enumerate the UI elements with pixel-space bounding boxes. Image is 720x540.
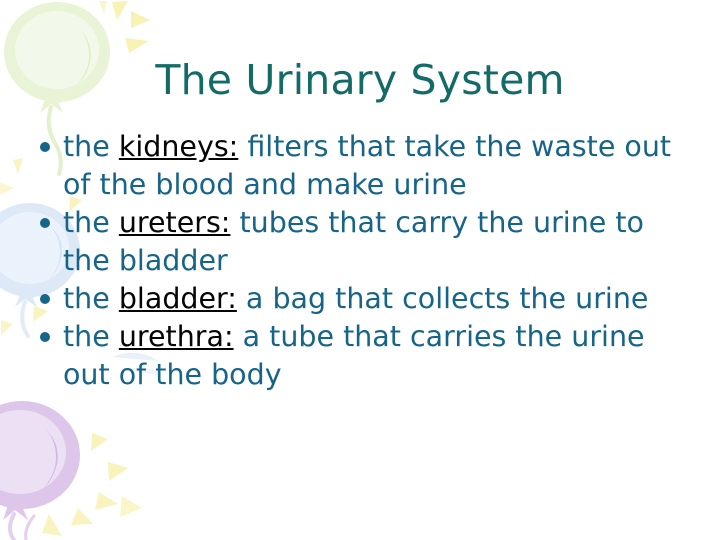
purple-balloon-icon (0, 401, 80, 540)
bullet-list: the kidneys: filters that take the waste… (33, 128, 689, 394)
sparkle-rays-top (99, 1, 150, 53)
page-title: The Urinary System (155, 56, 565, 104)
bullet-term: urethra: (118, 320, 234, 353)
bullet-term: ureters: (118, 206, 231, 239)
bullet-description: a bag that collects the urine (245, 282, 649, 315)
list-item: the urethra: a tube that carries the uri… (33, 318, 689, 394)
list-item: the kidneys: filters that take the waste… (33, 128, 689, 204)
bullet-lead: the (63, 282, 110, 315)
bullet-dot-icon (40, 218, 50, 228)
bullet-dot-icon (40, 294, 50, 304)
list-item: the bladder: a bag that collects the uri… (33, 280, 689, 318)
bullet-description: tubes that carry the urine to the bladde… (63, 206, 644, 277)
bullet-lead: the (63, 206, 110, 239)
bullet-description: filters that take the waste out of the b… (63, 130, 672, 201)
bullet-description: a tube that carries the urine out of the… (63, 320, 645, 391)
sparkle-rays-bottom (42, 433, 142, 536)
bullet-dot-icon (40, 142, 50, 152)
bullet-term: kidneys: (118, 130, 239, 163)
bullet-dot-icon (40, 332, 50, 342)
bullet-lead: the (63, 130, 110, 163)
bullet-term: bladder: (118, 282, 237, 315)
list-item: the ureters: tubes that carry the urine … (33, 204, 689, 280)
bullet-lead: the (63, 320, 110, 353)
